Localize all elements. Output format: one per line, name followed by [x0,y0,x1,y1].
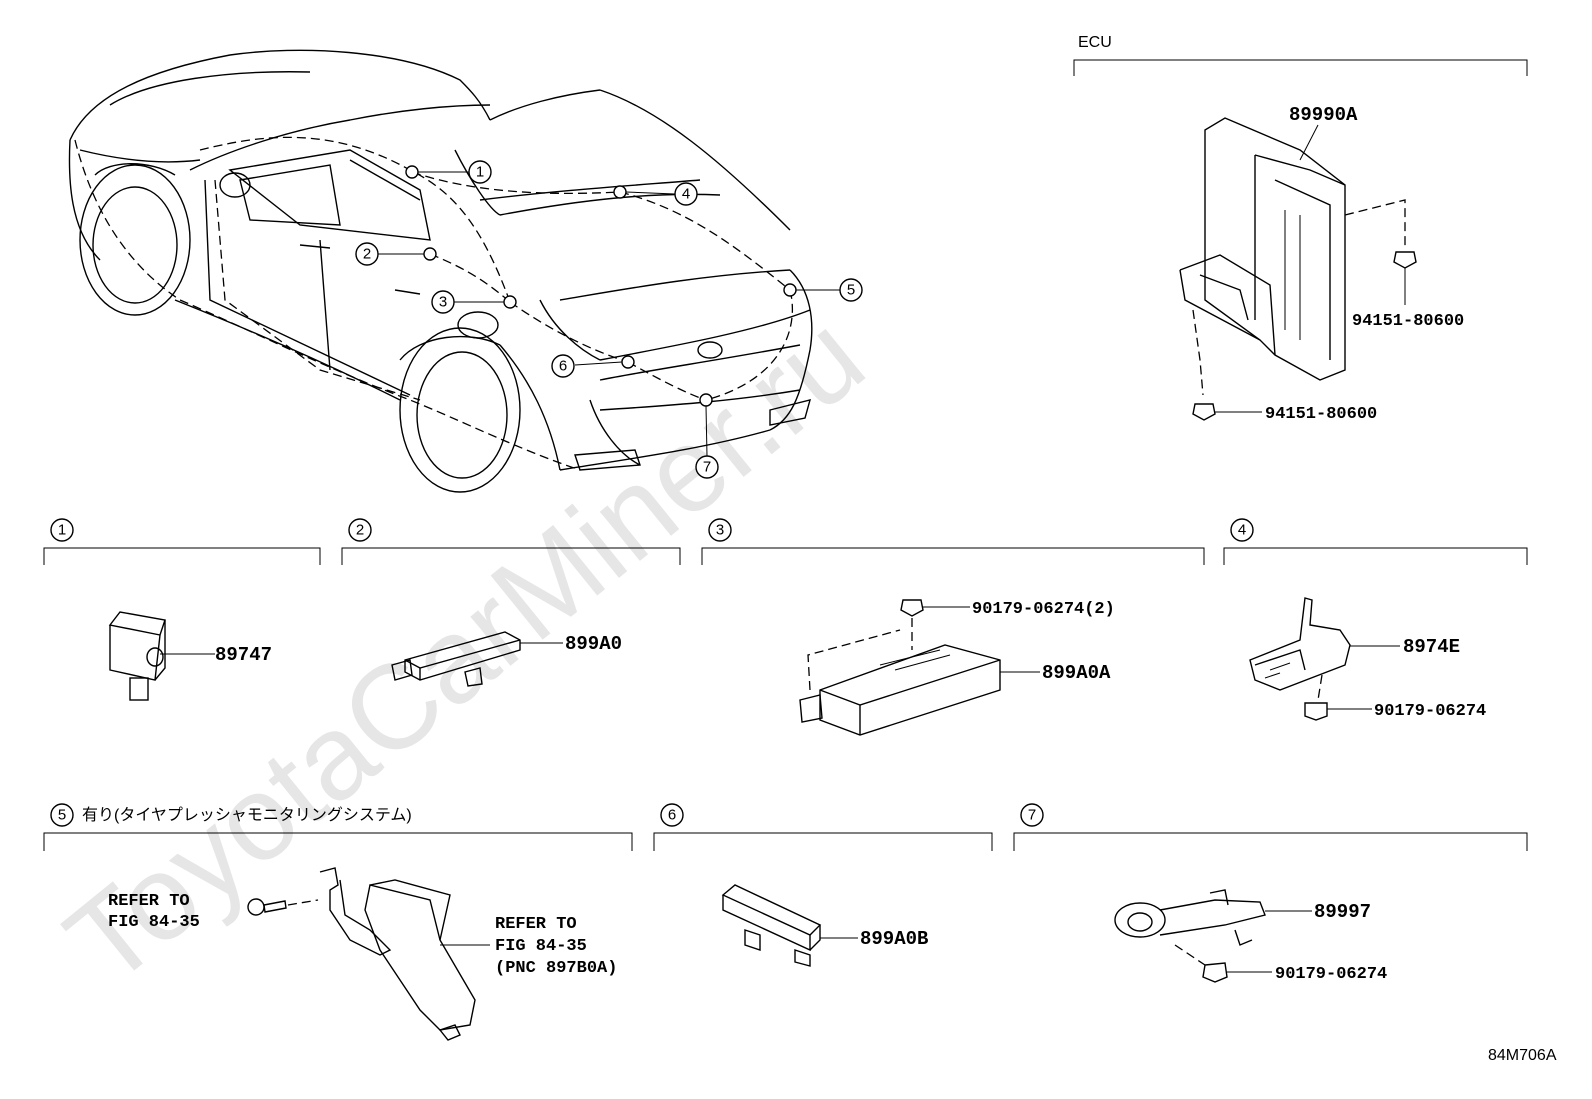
part-899A0A: 899A0A [1042,662,1111,684]
svg-text:3: 3 [439,294,447,311]
svg-text:2: 2 [356,522,364,539]
part-899A0: 899A0 [565,633,622,655]
part-8974E: 8974E [1403,636,1460,658]
callout-6: 6 [551,354,635,378]
part-90179-06274-qty2: 90179-06274(2) [972,600,1115,619]
svg-text:1: 1 [476,164,484,181]
svg-text:7: 7 [1028,807,1036,824]
section-2: 2 899A0 [341,518,681,687]
svg-text:6: 6 [559,358,567,375]
callout-4: 4 [613,182,698,206]
part-899A0B: 899A0B [860,928,928,950]
refer-right-line2: FIG 84-35 [495,937,587,956]
ecu-title: ECU [1078,34,1112,51]
refer-right-line3: (PNC 897B0A) [495,959,617,978]
callout-7: 7 [695,393,719,479]
svg-text:5: 5 [847,282,855,299]
svg-text:2: 2 [363,246,371,263]
section-7: 7 89997 90179-06274 [1013,803,1528,984]
section-5-title: 有り(タイヤプレッシャモニタリングシステム) [82,806,412,824]
ecu-nut-bottom-part-number: 94151-80600 [1265,405,1377,424]
svg-text:4: 4 [682,186,690,203]
part-90179-06274-s4: 90179-06274 [1374,702,1486,721]
callout-3: 3 [431,290,517,314]
svg-text:7: 7 [703,459,711,476]
ecu-section: ECU 89990A 94151-80600 94151-80600 [1073,34,1528,424]
refer-right-line1: REFER TO [495,915,577,934]
section-6: 6 899A0B [653,803,993,967]
svg-text:1: 1 [58,522,66,539]
ecu-part-number: 89990A [1289,104,1358,126]
callout-2: 2 [355,242,437,266]
part-89747: 89747 [215,644,272,666]
part-90179-06274-s7: 90179-06274 [1275,965,1387,984]
svg-text:6: 6 [668,807,676,824]
svg-text:3: 3 [716,522,724,539]
callout-1: 1 [405,160,492,184]
part-89997: 89997 [1314,901,1371,923]
callout-5: 5 [783,278,863,302]
ecu-nut-right-part-number: 94151-80600 [1352,312,1464,331]
refer-left-line1: REFER TO [108,892,190,911]
section-1: 1 89747 [43,518,321,701]
section-4: 4 8974E 90179-06274 [1223,518,1528,721]
svg-text:4: 4 [1238,522,1246,539]
section-3: 3 90179-06274(2) 899A0A [701,518,1205,736]
refer-left-line2: FIG 84-35 [108,913,200,932]
figure-code: 84M706A [1488,1047,1557,1064]
section-5: 5 有り(タイヤプレッシャモニタリングシステム) REFER TO FIG 84… [43,803,633,1041]
svg-text:5: 5 [58,807,66,824]
